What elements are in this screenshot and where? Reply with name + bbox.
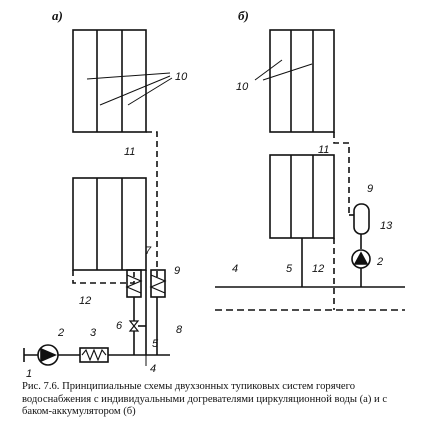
- label-3-a: 3: [90, 327, 97, 339]
- label-10-a: 10: [175, 71, 188, 83]
- upper-zone-heaters-a: [72, 29, 147, 133]
- label-12-a: 12: [79, 295, 91, 307]
- lower-zone-heaters-a: [72, 177, 147, 271]
- circulation-pipe-11-b: [333, 132, 350, 215]
- label-4-a: 4: [150, 363, 156, 375]
- figure-caption: Рис. 7.6. Принципиальные схемы двухзонны…: [22, 381, 388, 417]
- circulation-pipe-12-a: [72, 270, 135, 284]
- label-13-b: 13: [380, 220, 393, 232]
- label-12-b: 12: [312, 263, 324, 275]
- heater-7: [125, 269, 143, 310]
- panel-b: б): [215, 8, 405, 311]
- panel-a-labels: 1 2 3 4 5 6 7 8 9 10 11 12: [26, 71, 188, 380]
- label-9-a: 9: [174, 265, 180, 277]
- pump-2-a: [37, 344, 59, 366]
- label-2-b: 2: [376, 256, 383, 268]
- label-5-a: 5: [152, 338, 159, 350]
- leader-10-b: [254, 59, 313, 81]
- lower-zone-heaters-b: [269, 154, 335, 239]
- label-8-a: 8: [176, 324, 183, 336]
- accumulator-tank-13: [349, 203, 370, 249]
- heater-9: [149, 269, 167, 298]
- label-6-a: 6: [116, 320, 123, 332]
- water-heater-3: [79, 347, 109, 363]
- label-11-b: 11: [318, 144, 329, 156]
- label-5-b: 5: [286, 263, 293, 275]
- label-11-a: 11: [124, 146, 135, 158]
- valve-6: [128, 310, 146, 355]
- label-7-a: 7: [145, 245, 152, 257]
- upper-zone-heaters-b: [269, 29, 335, 133]
- label-9-b: 9: [367, 183, 373, 195]
- panel-b-labels: 2 4 5 9 10 11 12 13: [232, 81, 393, 275]
- circulation-pipe-11-a: [146, 131, 158, 279]
- panel-a-label: а): [52, 8, 63, 23]
- label-1-a: 1: [26, 368, 32, 380]
- label-10-b: 10: [236, 81, 249, 93]
- leader-10-a: [86, 72, 173, 106]
- label-2-a: 2: [57, 327, 64, 339]
- pump-2-b: [351, 249, 371, 287]
- panel-b-label: б): [238, 8, 249, 23]
- panel-a: а): [23, 8, 173, 366]
- label-4-b: 4: [232, 263, 238, 275]
